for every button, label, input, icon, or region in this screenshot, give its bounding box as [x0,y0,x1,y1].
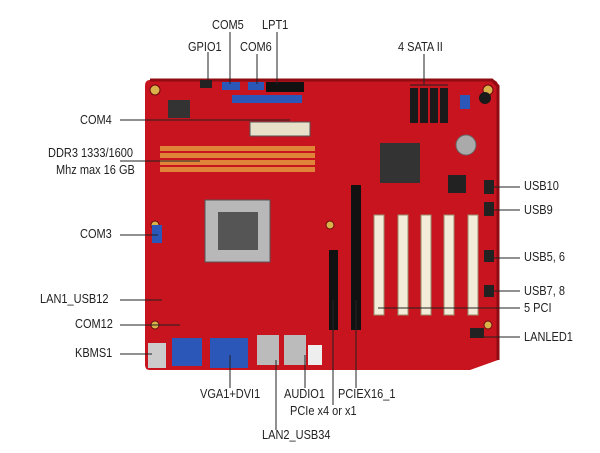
label-sata: 4 SATA II [398,40,443,54]
pci-slots [373,214,479,316]
label-com6: COM6 [240,40,272,54]
label-pci5: 5 PCI [524,301,552,315]
label-lanled1: LANLED1 [524,330,573,344]
label-usb78: USB7, 8 [524,284,565,298]
top-connectors [168,80,311,137]
cpu-socket [204,199,271,263]
label-com5: COM5 [212,18,244,32]
label-usb56: USB5, 6 [524,250,565,264]
label-usb9: USB9 [524,203,553,217]
pcie-slots [329,185,361,330]
label-audio1: AUDIO1 [284,387,325,401]
chipset-heatsink [380,134,477,193]
label-gpio1: GPIO1 [188,40,222,54]
label-ddr3-line2: Mhz max 16 GB [56,163,135,177]
sata-connectors [410,88,491,123]
label-lan2-usb34: LAN2_USB34 [262,428,331,442]
side-headers [152,180,494,338]
label-com4: COM4 [80,113,112,127]
label-pcie-x4: PCIe x4 or x1 [290,404,357,418]
label-ddr3-line1: DDR3 1333/1600 [48,146,134,160]
label-vga1-dvi1: VGA1+DVI1 [200,387,261,401]
label-com3: COM3 [80,227,112,241]
io-panel [148,335,322,368]
label-kbms1: KBMS1 [75,346,113,360]
label-lpt1: LPT1 [262,18,289,32]
dimm-slots [160,146,315,172]
label-usb10: USB10 [524,179,559,193]
label-lan1-usb12: LAN1_USB12 [40,292,109,306]
label-pciex16-1: PCIEX16_1 [338,387,396,401]
leader-lines [120,32,520,430]
label-com12: COM12 [75,317,113,331]
